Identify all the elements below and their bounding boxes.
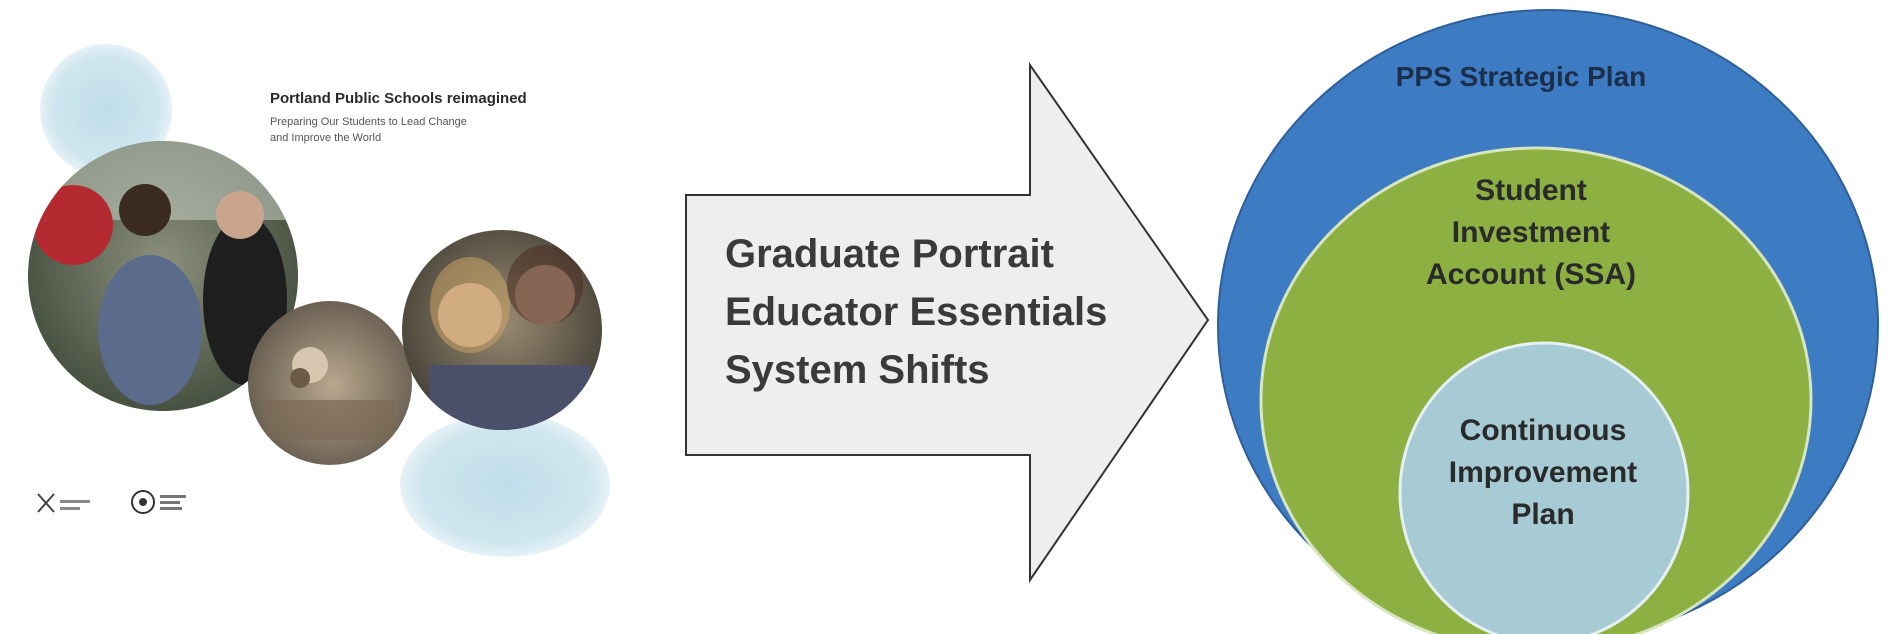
nested-circles: PPS Strategic Plan Student Investment Ac… [1217, 9, 1879, 634]
decorative-circle-bottom [400, 413, 610, 557]
cover-subtitle-line1: Preparing Our Students to Lead Change [270, 116, 467, 128]
label-student-line3: Account (SSA) [1426, 258, 1636, 291]
cover-title: Portland Public Schools reimagined [270, 90, 527, 107]
cover-page: Portland Public Schools reimagined Prepa… [28, 44, 610, 557]
label-continuous-line1: Continuous [1460, 414, 1627, 447]
arrow-text-graduate-portrait: Graduate Portrait [725, 232, 1054, 276]
pps-logo [131, 490, 186, 514]
decorative-circle-top [40, 44, 172, 176]
label-continuous-line2: Improvement [1449, 456, 1637, 489]
student-photo-2 [248, 301, 412, 465]
label-student-line1: Student [1475, 174, 1587, 207]
ball-icon [33, 185, 113, 265]
arrow-text-educator-essentials: Educator Essentials [725, 290, 1107, 334]
circle-continuous-improvement-plan [1398, 341, 1690, 634]
label-continuous-line3: Plan [1511, 498, 1574, 531]
arrow-text-system-shifts: System Shifts [725, 348, 990, 392]
student-photo-3 [402, 230, 602, 430]
label-student-line2: Investment [1452, 216, 1610, 249]
arrow-shape: Graduate Portrait Educator Essentials Sy… [685, 61, 1210, 584]
partner-logo [37, 493, 90, 513]
cover-subtitle-line2: and Improve the World [270, 132, 381, 144]
label-pps-strategic-plan: PPS Strategic Plan [1396, 61, 1647, 92]
